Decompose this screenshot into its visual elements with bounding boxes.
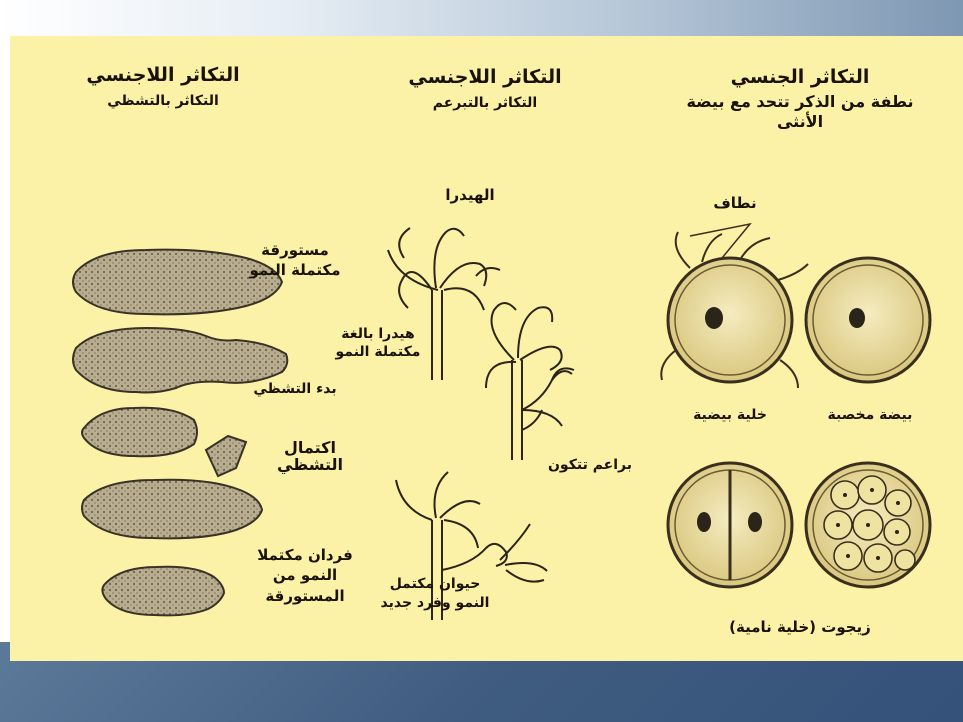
fission-subtitle: التكاثر بالتشظي [88,94,238,109]
label-hydra: الهيدرا [430,188,510,204]
sexual-subtitle: نطفة من الذكر تتحد مع بيضة الأنثى [680,92,920,132]
label-sperm: نطاف [705,196,765,212]
label-complete-fission: اكتمال التشظي [250,440,370,474]
planaria-new-individual-2-drawing [102,567,224,616]
label-zygote: زيجوت (خلية نامية) [710,620,890,636]
label-planaria: مستورقة مكتملة النمو [235,240,355,281]
label-start-fission: بدء التشظي [245,382,345,397]
multicell-stage-drawing [806,463,930,587]
hydra-budding-drawing [486,303,574,460]
fertilized-egg-drawing [806,258,930,382]
sperm-cell-drawing [661,224,808,388]
label-egg-cell: خلية بيضية [680,408,780,423]
label-new-individual: حيوان مكتمل النمو وفرد جديد [375,575,495,613]
planaria-new-individual-1-drawing [82,480,262,539]
label-adult-hydra: هيدرا بالغة مكتملة النمو [328,325,428,361]
two-cell-stage-drawing [668,463,792,587]
label-fertilized-egg: بيضة مخصبة [815,408,925,423]
planaria-complete-fission-drawing [82,408,246,476]
sexual-title: التكاثر الجنسي [720,68,880,88]
budding-title: التكاثر اللاجنسي [400,68,570,88]
fission-title: التكاثر اللاجنسي [78,66,248,86]
label-buds: براعم تتكون [535,458,645,473]
label-new-planaria: فردان مكتملا النمو من المستورقة [240,545,370,606]
budding-subtitle: التكاثر بالتبرعم [410,96,560,111]
